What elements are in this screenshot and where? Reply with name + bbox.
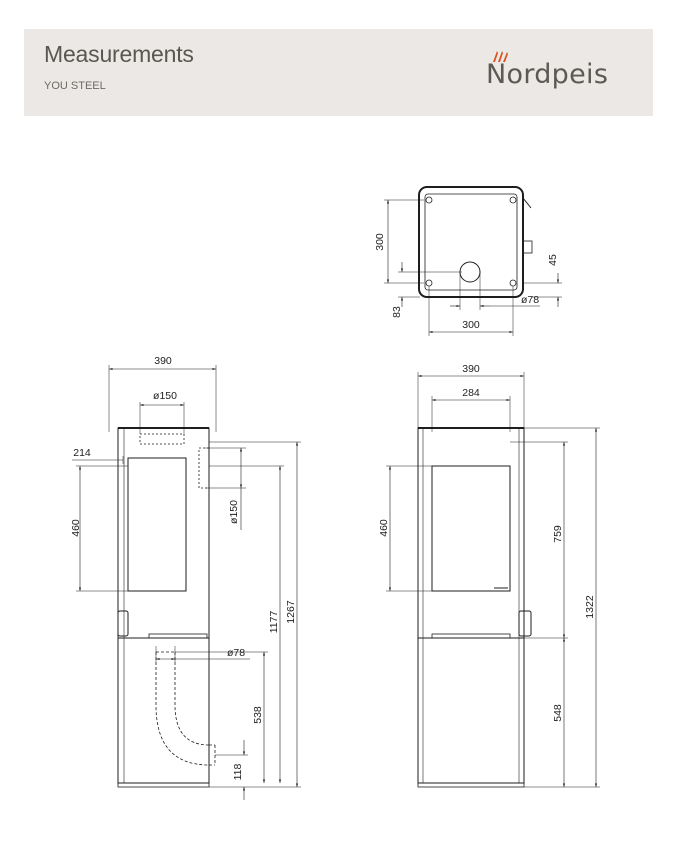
side-total-height-label: 1267: [285, 600, 297, 624]
logo-wordmark: Nordpeis: [486, 59, 609, 90]
top-width-label: 300: [462, 319, 480, 331]
side-body-outline: [117, 427, 210, 784]
side-handle: [117, 610, 129, 637]
top-outlet-diameter-label: ø78: [521, 294, 539, 306]
front-glass-panel: [431, 465, 511, 592]
front-glass-top-height-label: 759: [552, 525, 564, 543]
side-flue-collar: [139, 433, 185, 445]
side-flue-diameter-label: ø150: [153, 390, 177, 402]
front-top-width-label: 284: [462, 387, 480, 399]
side-depth-label: 390: [154, 355, 172, 367]
front-width-label: 390: [462, 363, 480, 375]
side-air-duct-outer: [155, 652, 210, 766]
side-rear-outlet-diameter-label: ø150: [228, 500, 240, 524]
page-title: Measurements: [44, 41, 194, 67]
side-view: 390 ø150 214 460 ø150 1177 1267: [70, 355, 301, 800]
side-air-intake-diameter-label: ø78: [227, 647, 245, 659]
side-glass-height-label: 460: [70, 519, 82, 537]
side-air-intake-bottom-label: 118: [232, 763, 244, 780]
flame-icon: [493, 51, 508, 62]
side-glass-panel: [127, 457, 187, 592]
front-view: 390 284 460 759 548 1322: [378, 363, 600, 788]
side-air-intake-height-label: 538: [252, 706, 264, 724]
side-rear-outlet: [198, 447, 210, 489]
top-depth-label: 300: [374, 233, 386, 251]
top-outlet-circle: [459, 261, 481, 283]
front-handle: [518, 610, 532, 637]
product-subtitle: YOU STEEL: [44, 80, 106, 92]
top-side-bracket: [522, 240, 533, 254]
header-banner: Measurements YOU STEEL Nordpeis: [24, 29, 653, 116]
front-total-height-label: 1322: [584, 595, 596, 619]
top-view-outline: [418, 186, 524, 298]
front-glass-height-label: 460: [378, 519, 390, 537]
top-view-inner: [424, 193, 518, 291]
top-right-offset-label: 45: [547, 254, 559, 266]
brand-logo: Nordpeis: [486, 49, 636, 105]
top-front-offset-label: 83: [391, 306, 403, 318]
front-body-outline: [417, 427, 525, 784]
front-lower-section-label: 548: [552, 704, 564, 722]
side-flue-height-label: 1177: [268, 611, 280, 634]
top-view: 300 83 45 300 ø78: [374, 186, 562, 336]
side-air-duct-inner: [174, 652, 210, 746]
side-rear-outlet-offset-label: 214: [73, 447, 91, 459]
